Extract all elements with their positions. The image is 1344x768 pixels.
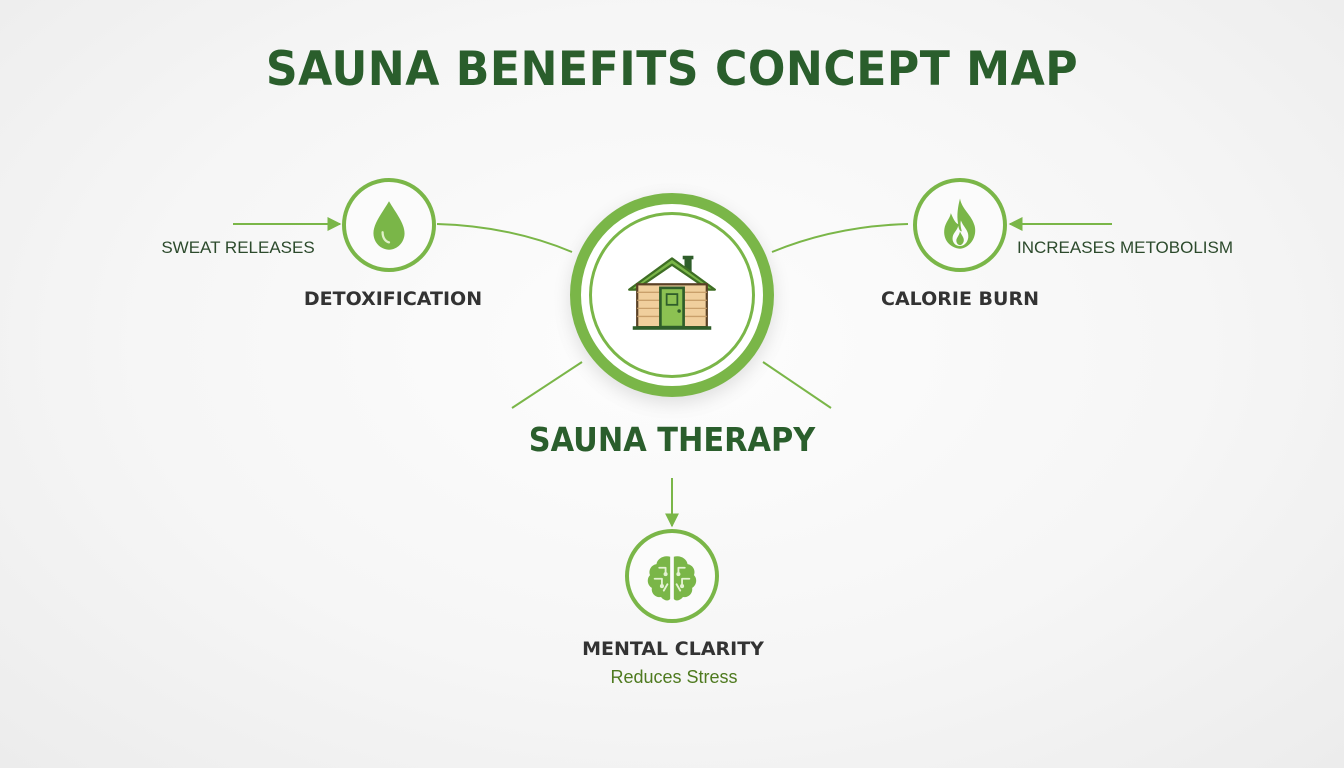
calorie-connector [771,223,909,253]
detox-connector [436,223,573,253]
brain-icon [647,556,697,601]
mental-clarity-node [625,529,719,623]
increases-metobolism-label: INCREASES METOBOLISM [1016,238,1234,257]
reduces-stress-label: Reduces Stress [610,667,738,687]
lower-left-connector [511,361,583,409]
detoxification-node [342,178,436,272]
page-title: SAUNA BENEFITS CONCEPT MAP [265,42,1079,97]
calorie-burn-node [913,178,1007,272]
flame-icon [944,198,976,249]
sauna-therapy-inner-ring [589,212,755,378]
mental-clarity-label: MENTAL CLARITY [582,638,764,660]
calorie-burn-label: CALORIE BURN [881,288,1039,310]
sauna-therapy-label: SAUNA THERAPY [528,420,816,459]
lower-right-connector [762,361,832,409]
sweat-releases-label: SWEAT RELEASES [161,238,315,257]
sauna-cabin-icon [628,255,716,330]
sauna-therapy-node [570,193,774,397]
water-drop-icon [373,201,405,250]
detoxification-label: DETOXIFICATION [303,288,483,310]
